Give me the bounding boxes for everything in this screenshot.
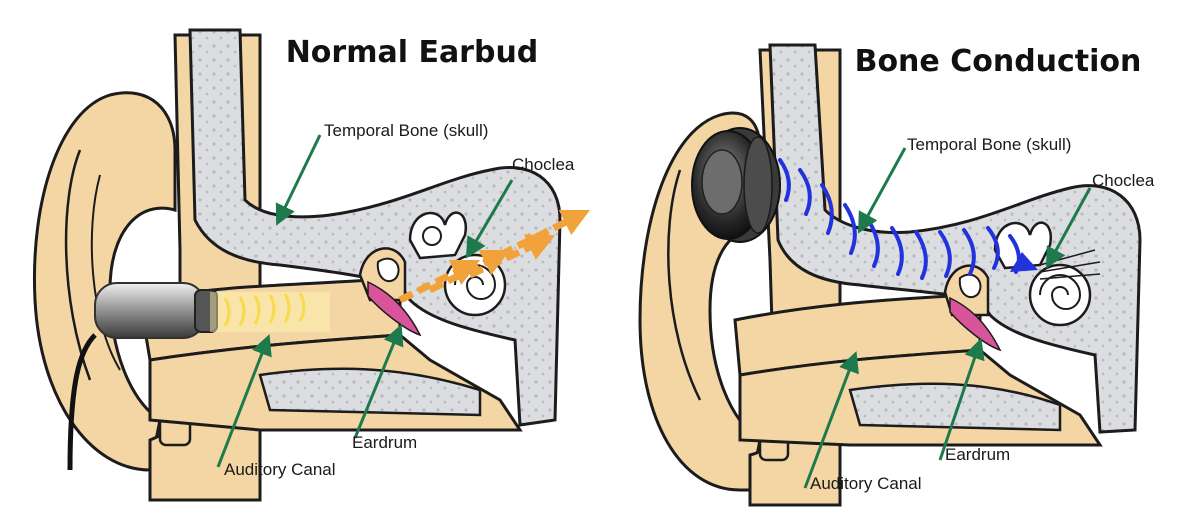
- label-eardrum: Eardrum: [352, 433, 417, 452]
- label-auditory-canal: Auditory Canal: [810, 474, 922, 493]
- panel-bone-conduction: Bone Conduction Temporal Bone (skull) Ch…: [638, 43, 1155, 507]
- bone-vibration-waves: [778, 158, 1021, 280]
- eardrum: [367, 280, 422, 337]
- eardrum: [949, 296, 1002, 352]
- leader-auditory-canal: [803, 351, 859, 489]
- label-temporal-bone: Temporal Bone (skull): [324, 121, 488, 140]
- temporal-bone: [768, 43, 1142, 434]
- leader-temporal-bone: [275, 134, 322, 226]
- label-cochlea: Choclea: [512, 155, 575, 174]
- panel-normal-earbud: Normal Earbud Temporal Bone (skull) Choc…: [32, 28, 591, 502]
- leader-eardrum: [353, 324, 404, 439]
- vibration-arrows: [398, 209, 591, 304]
- sound-waves: [223, 292, 306, 327]
- leader-auditory-canal: [216, 334, 272, 468]
- label-auditory-canal: Auditory Canal: [224, 460, 336, 479]
- label-temporal-bone: Temporal Bone (skull): [907, 135, 1071, 154]
- leader-cochlea: [1045, 187, 1092, 269]
- label-cochlea: Choclea: [1092, 171, 1155, 190]
- panel-title: Bone Conduction: [855, 44, 1142, 79]
- leader-eardrum: [938, 338, 985, 461]
- bone-conduction-transducer-icon: [691, 127, 781, 243]
- leader-cochlea: [465, 179, 514, 259]
- earbud-icon: [67, 282, 218, 471]
- temporal-bone: [188, 28, 562, 427]
- panel-title: Normal Earbud: [286, 35, 539, 70]
- leader-temporal-bone: [857, 147, 907, 234]
- label-eardrum: Eardrum: [945, 445, 1010, 464]
